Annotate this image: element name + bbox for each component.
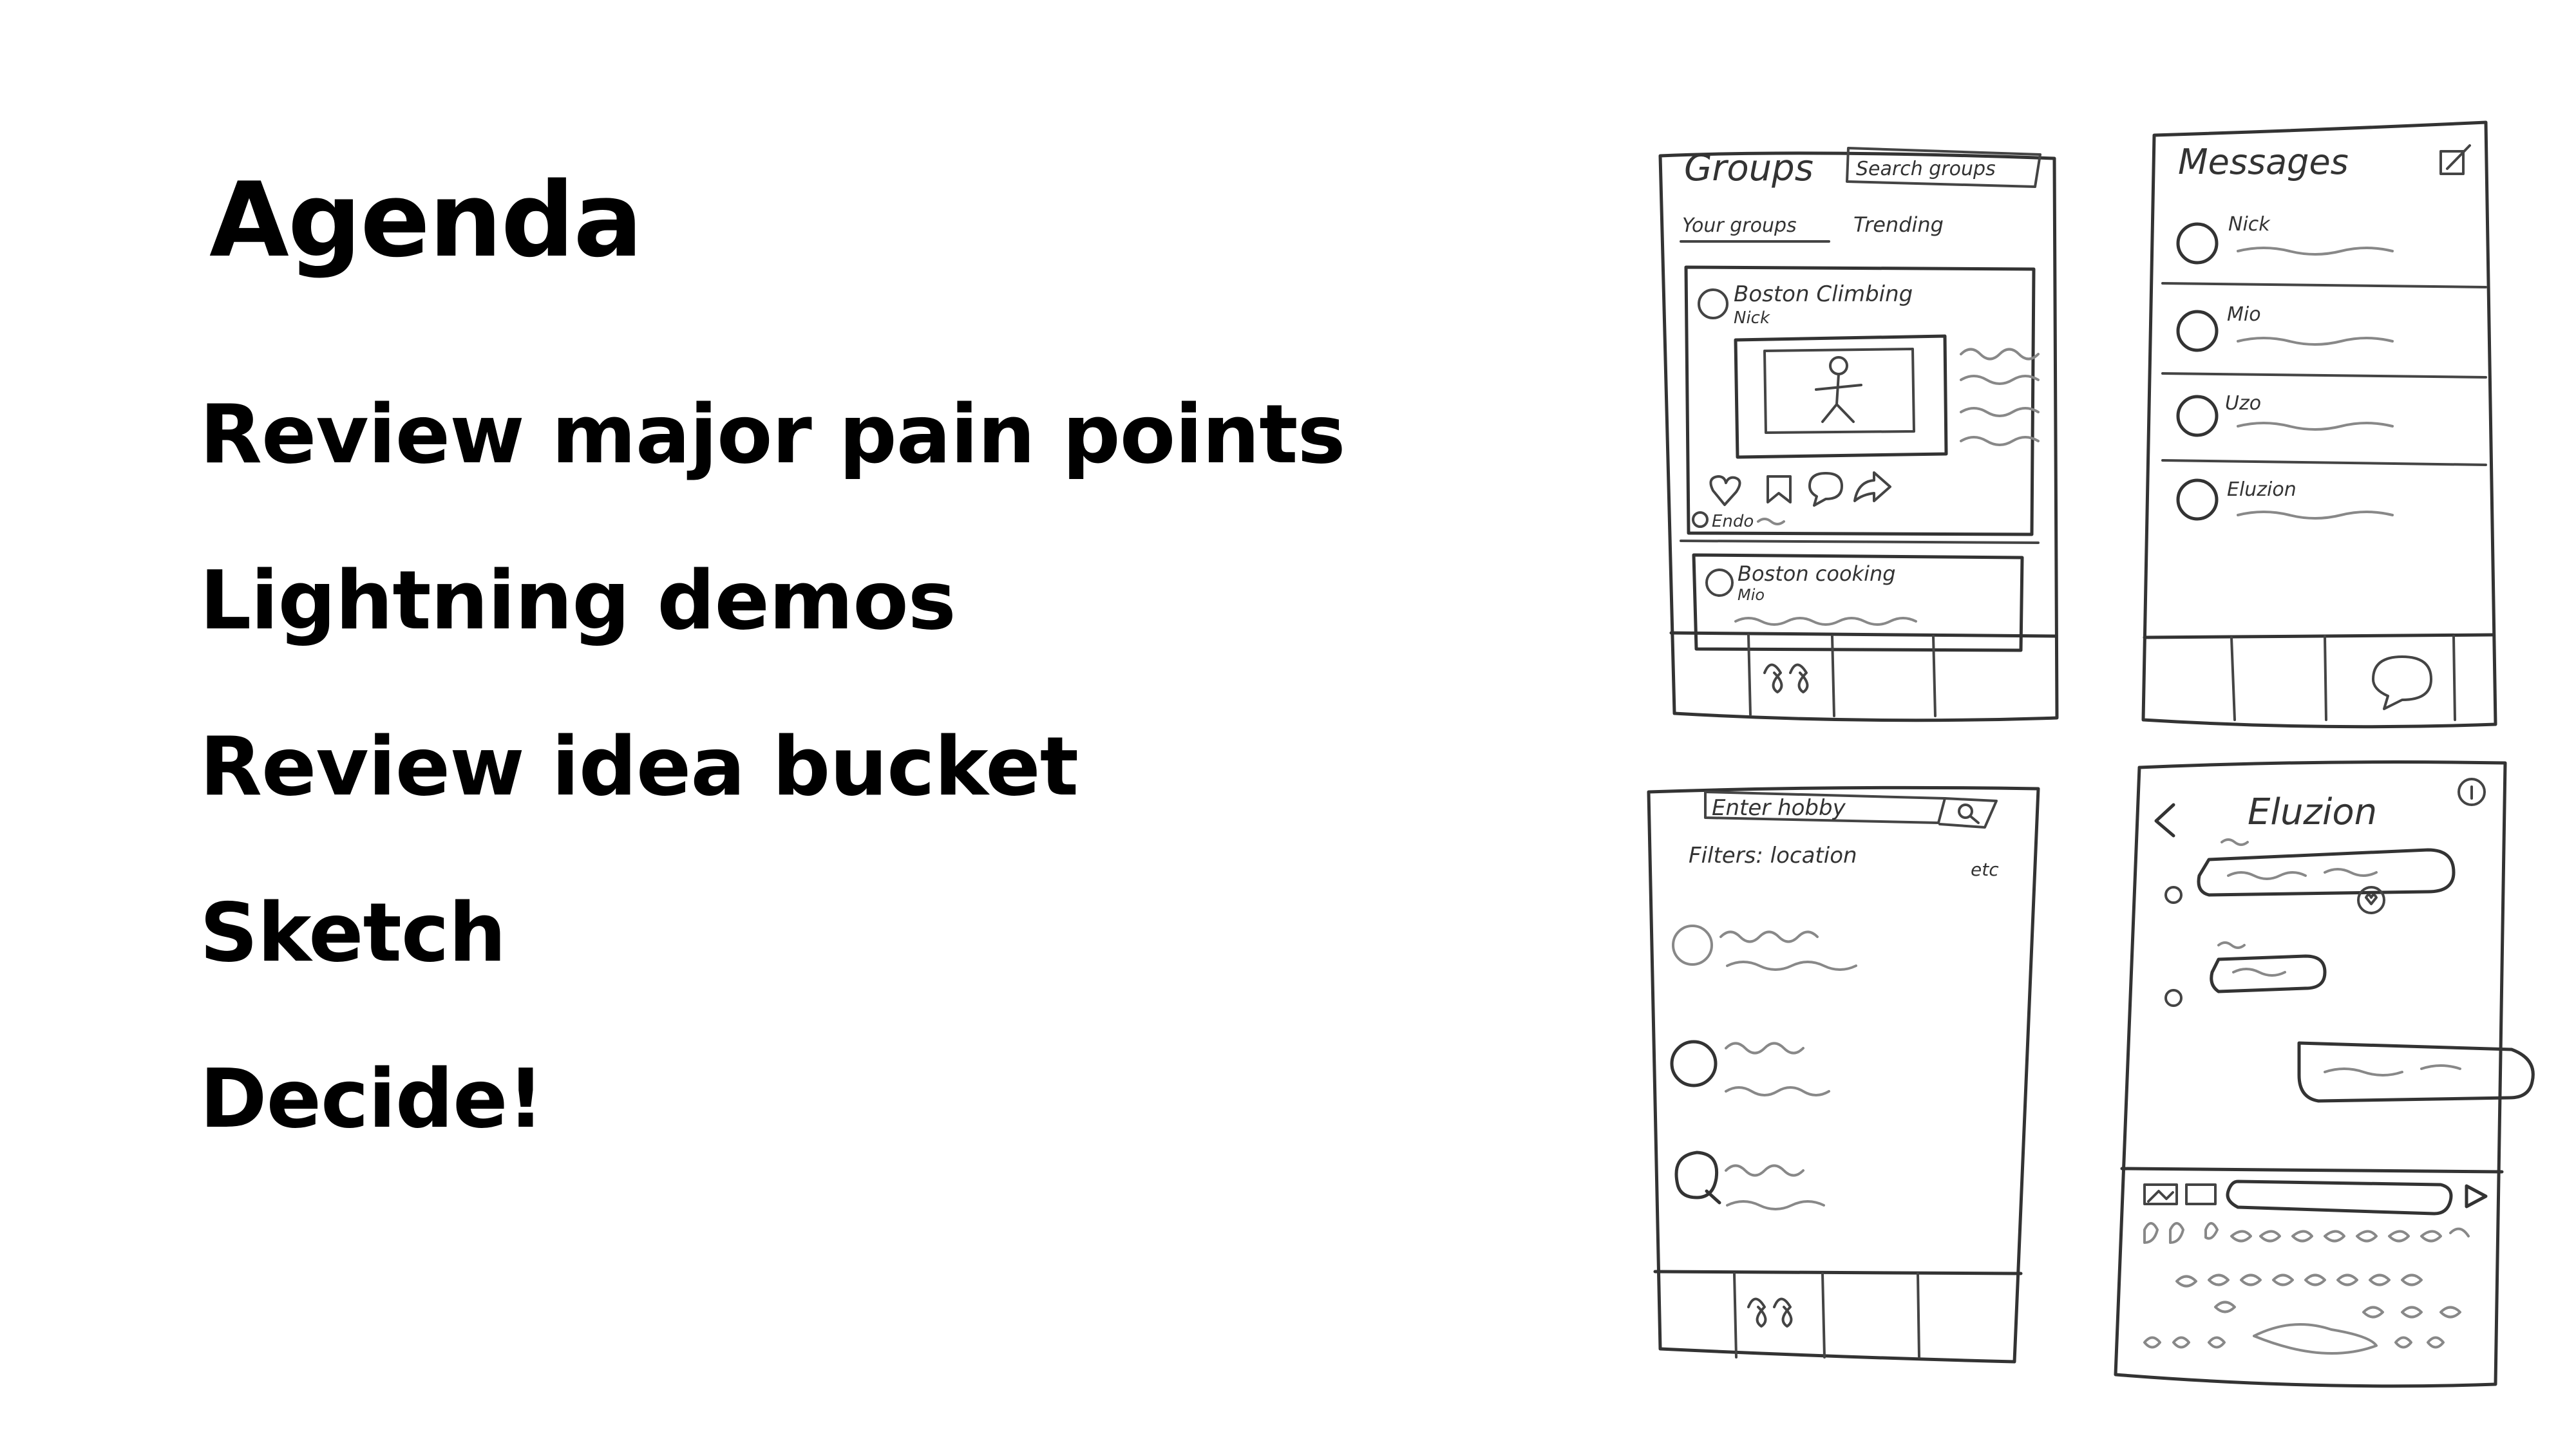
contact-name: Nick	[2228, 213, 2271, 236]
hobby-search-text: Enter hobby	[1712, 795, 1846, 821]
info-icon	[2458, 778, 2486, 806]
avatar	[1674, 1151, 1721, 1205]
agenda-item: Lightning demos	[200, 553, 956, 648]
contact-name: Mio	[2227, 303, 2261, 326]
filters-label: Filters: location	[1689, 843, 1857, 869]
search-groups-box	[1846, 147, 2041, 188]
post2-author: Mio	[1738, 586, 1765, 604]
incoming-bubble	[2210, 954, 2327, 993]
agenda-item: Review major pain points	[200, 387, 1345, 482]
agenda-item: Review idea bucket	[200, 719, 1079, 814]
avatar	[2176, 222, 2219, 265]
compose-icon	[2439, 144, 2471, 175]
messages-sketch: Messages Nick Mio Uzo Eluzion	[2141, 120, 2497, 729]
avatar	[1672, 925, 1713, 966]
slide-title: Agenda	[209, 160, 643, 280]
avatar	[1698, 288, 1728, 319]
tab-your-groups: Your groups	[1682, 214, 1797, 237]
avatar	[1670, 1040, 1718, 1087]
avatar	[2176, 310, 2219, 352]
send-icon[interactable]	[2465, 1184, 2488, 1208]
contact-name: Uzo	[2225, 392, 2261, 415]
bookmark-icon	[1766, 475, 1792, 503]
filters-etc: etc	[1971, 859, 1999, 880]
share-icon	[1853, 471, 1891, 502]
avatar	[2164, 989, 2183, 1007]
contact-name: Eluzion	[2227, 478, 2297, 501]
heart-icon	[2365, 894, 2378, 905]
post-card-2	[1692, 553, 2024, 652]
post-card-1	[1684, 265, 2036, 536]
groups-title: Groups	[1684, 147, 1814, 189]
search-sketch: Enter hobby Filters: location etc	[1647, 785, 2040, 1364]
heart-icon	[1709, 475, 1741, 506]
post2-title: Boston cooking	[1738, 561, 1896, 586]
groups-sketch: Groups Search groups Your groups Trendin…	[1658, 147, 2059, 722]
groups-nav-icon	[1747, 1297, 1793, 1328]
agenda-list: Review major pain points Lightning demos…	[200, 394, 1345, 1225]
agenda-item: Decide!	[200, 1051, 544, 1146]
avatar	[1705, 569, 1734, 597]
agenda-item: Sketch	[200, 885, 506, 980]
post1-author: Nick	[1734, 308, 1770, 328]
wireframe-sketches: Groups Search groups Your groups Trendin…	[1647, 120, 2535, 1388]
comment-icon	[1808, 472, 1843, 507]
gif-icon	[2185, 1183, 2217, 1205]
image-icon	[2143, 1183, 2178, 1205]
chat-contact-name: Eluzion	[2248, 791, 2377, 833]
tab-trending: Trending	[1853, 212, 1944, 237]
search-icon	[1958, 804, 1973, 819]
chat-sketch: Eluzion	[2114, 760, 2535, 1388]
groups-nav-icon	[1763, 663, 1809, 693]
outgoing-bubble	[2297, 1041, 2535, 1103]
keyboard	[2143, 1222, 2470, 1355]
avatar	[2176, 395, 2219, 437]
post1-title: Boston Climbing	[1734, 281, 1913, 307]
search-groups-label: Search groups	[1856, 158, 1996, 180]
messages-title: Messages	[2178, 142, 2349, 182]
hobby-search-input	[1704, 791, 1946, 824]
incoming-bubble	[2197, 848, 2456, 897]
post1-footer: Endo	[1712, 512, 1754, 531]
message-input[interactable]	[2226, 1180, 2453, 1216]
post-image	[1734, 334, 1948, 459]
chat-nav-icon	[2372, 655, 2432, 710]
back-icon	[2154, 803, 2175, 838]
avatar	[2164, 886, 2183, 904]
avatar	[2176, 478, 2219, 521]
